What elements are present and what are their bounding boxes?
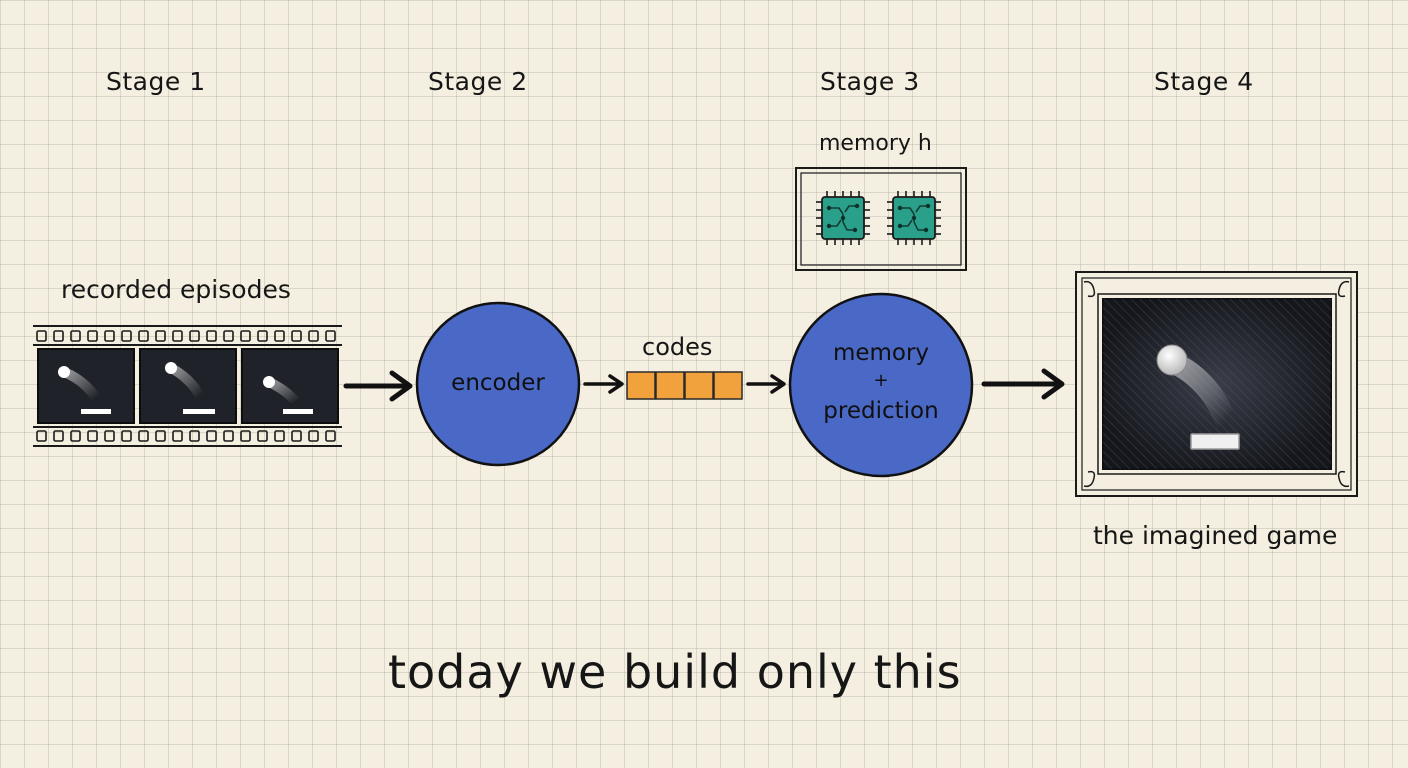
stage-2-label: Stage 2 xyxy=(428,67,528,96)
game-paddle xyxy=(1190,433,1240,450)
predictor-label-prediction: prediction xyxy=(823,398,939,424)
chip-icon xyxy=(816,191,870,245)
chip-icon xyxy=(887,191,941,245)
memory-box xyxy=(795,167,967,271)
film-caption: recorded episodes xyxy=(61,275,291,304)
headline: today we build only this xyxy=(388,645,962,699)
arrow-icon xyxy=(746,374,786,394)
codes-caption: codes xyxy=(642,333,713,361)
film-frame xyxy=(139,348,237,424)
stage-3-label: Stage 3 xyxy=(820,67,920,96)
prediction-circle xyxy=(788,292,974,478)
encoder-circle xyxy=(415,301,581,467)
stage-4-label: Stage 4 xyxy=(1154,67,1254,96)
game-ball xyxy=(1156,344,1188,376)
film-strip-icon xyxy=(33,325,342,447)
arrow-icon xyxy=(981,368,1065,400)
film-frame xyxy=(37,348,135,424)
game-frame xyxy=(1075,271,1358,497)
predictor-label-memory: memory xyxy=(832,340,930,366)
stage-1-label: Stage 1 xyxy=(106,67,206,96)
memory-caption: memory h xyxy=(819,131,932,156)
arrow-icon xyxy=(343,370,413,402)
arrow-icon xyxy=(583,374,624,394)
film-sprocket-holes xyxy=(36,430,336,442)
predictor-label-plus: + xyxy=(873,370,889,391)
codes-blocks xyxy=(626,371,743,400)
encoder-label: encoder xyxy=(451,370,545,396)
film-sprocket-holes xyxy=(36,330,336,342)
film-frame xyxy=(241,348,339,424)
game-caption: the imagined game xyxy=(1093,521,1338,550)
